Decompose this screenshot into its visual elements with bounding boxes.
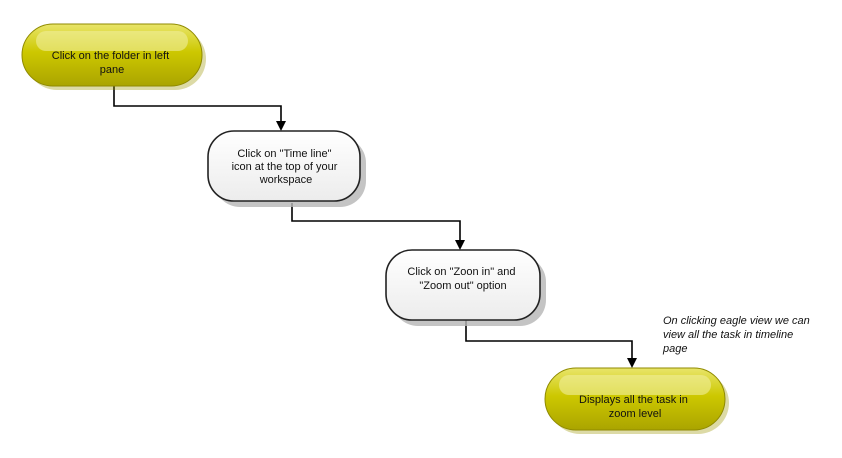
process-timeline-label: Click on "Time line" icon at the top of …: [232, 148, 341, 186]
process-zoom-label: Click on "Zoon in" and "Zoom out" option: [407, 266, 518, 292]
start-terminal: Click on the folder in left pane: [21, 23, 206, 90]
end-line-2: zoom level: [609, 408, 662, 420]
end-line-1: Displays all the task in: [579, 394, 688, 406]
start-line-2: pane: [100, 64, 124, 76]
connector-zoom-to-end: [465, 320, 633, 359]
annotation-note: On clicking eagle view we can view all t…: [662, 315, 813, 355]
note-line-2: view all the task in timeline: [663, 329, 793, 341]
timeline-line-2: icon at the top of your: [232, 161, 338, 173]
note-line-1: On clicking eagle view we can: [663, 315, 810, 327]
note-line-3: page: [662, 343, 687, 355]
zoom-line-2: "Zoom out" option: [419, 280, 506, 292]
end-terminal-label: Displays all the task in zoom level: [579, 394, 691, 420]
connectors: [113, 86, 637, 368]
timeline-line-3: workspace: [259, 174, 313, 186]
connector-start-to-timeline: [113, 86, 282, 122]
arrowhead-1: [276, 121, 286, 131]
timeline-line-1: Click on "Time line": [237, 148, 331, 160]
arrowhead-2: [455, 240, 465, 250]
start-line-1: Click on the folder in left: [52, 50, 169, 62]
arrowhead-3: [627, 358, 637, 368]
start-terminal-label: Click on the folder in left pane: [52, 50, 172, 76]
process-zoom: Click on "Zoon in" and "Zoom out" option: [385, 249, 546, 326]
connector-timeline-to-zoom: [291, 203, 461, 241]
end-terminal: Displays all the task in zoom level: [544, 367, 729, 434]
zoom-line-1: Click on "Zoon in" and: [407, 266, 515, 278]
process-timeline: Click on "Time line" icon at the top of …: [207, 130, 366, 207]
